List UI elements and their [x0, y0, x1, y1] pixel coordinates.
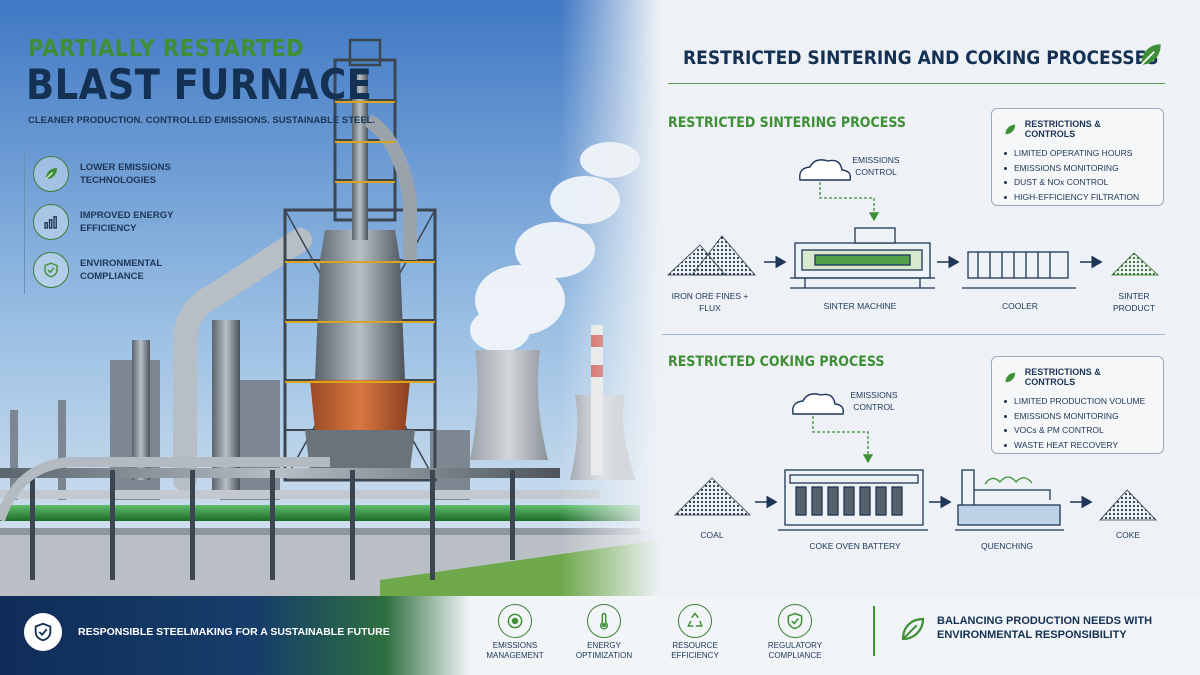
leaf-icon: [1005, 372, 1016, 382]
section-divider: [662, 334, 1165, 335]
step-label: SINTER PRODUCT: [1112, 291, 1156, 313]
footer-item-regulatory: REGULATORY COMPLIANCE: [750, 604, 840, 661]
cooling-tower: [470, 350, 548, 460]
controls-list: LIMITED PRODUCTION VOLUME EMISSIONS MONI…: [1004, 394, 1151, 452]
tagline: CLEANER PRODUCTION. CONTROLLED EMISSIONS…: [28, 115, 376, 126]
footer-bar: RESPONSIBLE STEELMAKING FOR A SUSTAINABL…: [0, 596, 1200, 675]
footer-item-emissions: EMISSIONS MANAGEMENT: [470, 604, 560, 661]
coke-pile-icon: [1099, 489, 1157, 521]
controls-title: RESTRICTIONS & CONTROLS: [1024, 119, 1101, 139]
ore-pile-icon: [666, 235, 756, 276]
feature-label: LOWER EMISSIONS TECHNOLOGIES: [80, 162, 171, 186]
footer-item-label: RESOURCE EFFICIENCY: [671, 641, 719, 660]
pipe-rack: [0, 456, 640, 580]
coal-pile-icon: [674, 477, 751, 516]
control-item: DUST & NOx CONTROL: [1004, 175, 1151, 190]
leaf-icon: [1140, 44, 1161, 66]
cooler-icon: [962, 251, 1076, 289]
sintering-title: RESTRICTED SINTERING PROCESS: [668, 115, 906, 131]
control-item: LIMITED OPERATING HOURS: [1004, 146, 1151, 161]
shield-check-icon: [33, 252, 69, 288]
footer-item-resource: RESOURCE EFFICIENCY: [650, 604, 740, 661]
emissions-flow-line: [812, 416, 874, 464]
hot-blast-pipe: [173, 228, 312, 492]
process-flow-diagram: [666, 159, 1160, 531]
panel-fade: [560, 0, 660, 596]
footer-divider: [873, 606, 875, 656]
title-divider: [668, 83, 1165, 84]
control-item: WASTE HEAT RECOVERY: [1004, 438, 1151, 453]
bar-chart-icon: [33, 204, 69, 240]
step-label: IRON ORE FINES + FLUX: [671, 291, 749, 313]
blast-furnace: [283, 38, 437, 482]
thermometer-icon: [587, 604, 621, 638]
step-label: COOLER: [1002, 301, 1038, 311]
step-label: COKE: [1115, 530, 1141, 540]
recycle-icon: [678, 604, 712, 638]
headline-line-1: PARTIALLY RESTARTED: [28, 36, 305, 62]
feature-item-energy: IMPROVED ENERGY EFFICIENCY: [33, 198, 174, 246]
step-label: COKE OVEN BATTERY: [809, 541, 901, 551]
shield-check-icon: [24, 613, 62, 651]
footer-item-energy: ENERGY OPTIMIZATION: [559, 604, 649, 661]
headline-line-2: BLAST FURNACE: [26, 60, 373, 109]
plant-photo-panel: PARTIALLY RESTARTED BLAST FURNACE CLEANE…: [0, 0, 660, 596]
footer-item-label: EMISSIONS MANAGEMENT: [486, 641, 544, 660]
coke-oven-icon: [778, 469, 928, 531]
shield-check-icon: [778, 604, 812, 638]
diagram-title: RESTRICTED SINTERING AND COKING PROCESSE…: [683, 47, 1159, 69]
sintering-controls-box: RESTRICTIONS & CONTROLS LIMITED OPERATIN…: [991, 108, 1164, 206]
coking-title: RESTRICTED COKING PROCESS: [668, 354, 885, 370]
leaf-icon: [901, 617, 925, 641]
quenching-tower-icon: [955, 469, 1064, 531]
emissions-cloud-icon: [792, 393, 845, 415]
control-item: VOCs & PM CONTROL: [1004, 423, 1151, 438]
step-label: COAL: [700, 530, 724, 540]
sinter-machine-icon: [790, 227, 935, 289]
sinter-pile-icon: [1111, 252, 1160, 276]
feature-item-emissions: LOWER EMISSIONS TECHNOLOGIES: [33, 150, 174, 198]
feature-label: ENVIRONMENTAL COMPLIANCE: [80, 258, 162, 282]
left-feature-list: LOWER EMISSIONS TECHNOLOGIES IMPROVED EN…: [24, 150, 174, 294]
footer-item-label: REGULATORY COMPLIANCE: [767, 641, 823, 660]
emissions-label: EMISSIONS CONTROL: [852, 155, 900, 177]
footer-slogan-band: RESPONSIBLE STEELMAKING FOR A SUSTAINABL…: [0, 596, 470, 675]
emissions-flow-line: [819, 182, 880, 222]
feature-label: IMPROVED ENERGY EFFICIENCY: [80, 210, 174, 234]
control-item: EMISSIONS MONITORING: [1004, 161, 1151, 176]
controls-title: RESTRICTIONS & CONTROLS: [1024, 367, 1101, 387]
control-item: HIGH-EFFICIENCY FILTRATION: [1004, 190, 1151, 205]
emissions-cloud-icon: [799, 159, 852, 181]
leaf-icon: [33, 156, 69, 192]
control-item: EMISSIONS MONITORING: [1004, 409, 1151, 424]
step-label: SINTER MACHINE: [823, 301, 897, 311]
control-item: LIMITED PRODUCTION VOLUME: [1004, 394, 1151, 409]
cycle-icon: [498, 604, 532, 638]
controls-list: LIMITED OPERATING HOURS EMISSIONS MONITO…: [1004, 146, 1151, 204]
coking-controls-box: RESTRICTIONS & CONTROLS LIMITED PRODUCTI…: [991, 356, 1164, 454]
footer-item-label: ENERGY OPTIMIZATION: [575, 641, 633, 660]
footer-slogan: RESPONSIBLE STEELMAKING FOR A SUSTAINABL…: [78, 626, 390, 638]
feature-item-compliance: ENVIRONMENTAL COMPLIANCE: [33, 246, 174, 294]
step-label: QUENCHING: [981, 541, 1033, 551]
footer-closing-statement: BALANCING PRODUCTION NEEDS WITH ENVIRONM…: [937, 615, 1153, 641]
leaf-icon: [1005, 124, 1016, 134]
emissions-label: EMISSIONS CONTROL: [850, 390, 898, 412]
